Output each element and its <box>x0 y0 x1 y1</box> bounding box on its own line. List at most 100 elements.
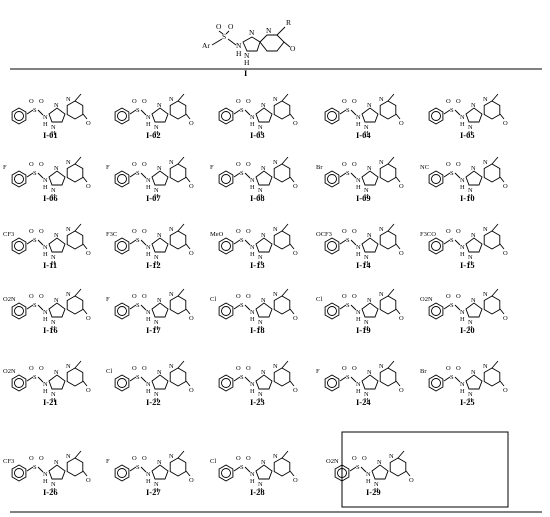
triazole-h: H <box>258 193 263 200</box>
pyrimidine-n: N <box>389 453 394 460</box>
aromatic-circle <box>117 378 127 388</box>
amide-h: H <box>250 251 255 258</box>
triazole-h: H <box>364 325 369 332</box>
amide-h: H <box>146 316 151 323</box>
triazole-nh: N <box>468 124 473 131</box>
triazole-h: H <box>154 487 159 494</box>
triazole-nh: N <box>51 187 56 194</box>
triazole-n: N <box>261 232 266 239</box>
substituent-label: F <box>210 164 214 171</box>
substituent-label: CF3 <box>3 231 14 238</box>
triazole-ring <box>361 374 379 390</box>
sulfonyl-oxygen: O <box>246 293 251 300</box>
sulfonyl-oxygen: O <box>446 228 451 235</box>
triazole-n: N <box>157 459 162 466</box>
pyrimidine-n: N <box>169 159 174 166</box>
triazole-n: N <box>367 102 372 109</box>
sulfonyl-oxygen: O <box>456 228 461 235</box>
triazole-h: H <box>374 487 379 494</box>
triazole-ring <box>465 170 483 186</box>
substituent-label: O2N <box>326 458 339 465</box>
triazole-nh: N <box>258 481 263 488</box>
triazole-ring <box>48 302 66 318</box>
substituent-label: CF3 <box>3 458 14 465</box>
sulfonyl-oxygen: O <box>246 228 251 235</box>
compound-label: I-13 <box>250 260 265 270</box>
triazole-ring <box>465 107 483 123</box>
pyrimidinone-ring <box>483 367 501 387</box>
amide-n: N <box>356 244 361 251</box>
substituent-label: OCF3 <box>316 231 332 238</box>
pyrimidinone-ring <box>379 367 397 387</box>
triazole-n: N <box>54 297 59 304</box>
triazole-nh: N <box>51 391 56 398</box>
compound-label: I-10 <box>460 193 475 203</box>
compound-label: I-18 <box>250 325 265 335</box>
amide-n: N <box>146 177 151 184</box>
pyrimidinone-ring <box>273 457 291 477</box>
aryl-ring <box>114 107 130 125</box>
triazole-nh: N <box>154 319 159 326</box>
substituent-label: F3C <box>106 231 117 238</box>
aryl-ring <box>218 170 234 188</box>
substituent-label: F <box>106 296 110 303</box>
aromatic-circle <box>221 378 231 388</box>
amide-n: N <box>460 177 465 184</box>
amide-h: H <box>250 184 255 191</box>
compound-label: I-26 <box>43 487 58 497</box>
pyrimidinone-ring <box>483 100 501 120</box>
triazole-n: N <box>471 369 476 376</box>
triazole-ring <box>361 237 379 253</box>
aryl-ring <box>114 302 130 320</box>
ketone-o: O <box>399 315 404 322</box>
triazole-n: N <box>471 102 476 109</box>
substituent-label: F3CO <box>420 231 436 238</box>
substituent-label: Cl <box>106 368 112 375</box>
aryl-ring <box>114 237 130 255</box>
ketone-o: O <box>86 477 91 484</box>
amide-n: N <box>460 244 465 251</box>
sulfur-label: S <box>450 374 454 381</box>
triazole-nh: N <box>154 187 159 194</box>
sulfur-label: S <box>136 170 140 177</box>
compound-label: I-07 <box>146 193 161 203</box>
compound-label: I-05 <box>460 130 475 140</box>
header-r-label: R <box>286 18 291 27</box>
triazole-h: H <box>154 397 159 404</box>
amide-h: H <box>460 251 465 258</box>
header-ketone-o: O <box>290 44 296 53</box>
sulfur-label: S <box>136 107 140 114</box>
compound-label: I-28 <box>250 487 265 497</box>
aryl-ring <box>324 374 340 392</box>
header-pyr-n: N <box>266 26 272 35</box>
triazole-h: H <box>51 193 56 200</box>
substituent-label: F <box>3 164 7 171</box>
triazole-h: H <box>364 260 369 267</box>
amide-n: N <box>43 381 48 388</box>
sulfonyl-oxygen: O <box>39 365 44 372</box>
highlight-box-I-29 <box>341 431 509 508</box>
compound-label: I-08 <box>250 193 265 203</box>
triazole-nh: N <box>51 124 56 131</box>
triazole-nh: N <box>364 124 369 131</box>
pyrimidine-n: N <box>379 96 384 103</box>
substituent-label: MeO <box>210 231 224 238</box>
pyrimidine-n: N <box>379 291 384 298</box>
aromatic-circle <box>337 468 347 478</box>
sulfur-label: S <box>136 237 140 244</box>
sulfur-label: S <box>450 170 454 177</box>
amide-h: H <box>43 251 48 258</box>
pyrimidinone-ring <box>379 163 397 183</box>
sulfonyl-oxygen: O <box>132 455 137 462</box>
pyrimidinone-ring <box>66 230 84 250</box>
triazole-n: N <box>157 165 162 172</box>
triazole-h: H <box>364 193 369 200</box>
triazole-n: N <box>54 165 59 172</box>
ketone-o: O <box>503 250 508 257</box>
sulfur-label: S <box>33 107 37 114</box>
pyrimidinone-ring <box>273 367 291 387</box>
sulfur-label: S <box>346 107 350 114</box>
triazole-ring <box>255 464 273 480</box>
sulfonyl-oxygen: O <box>342 228 347 235</box>
